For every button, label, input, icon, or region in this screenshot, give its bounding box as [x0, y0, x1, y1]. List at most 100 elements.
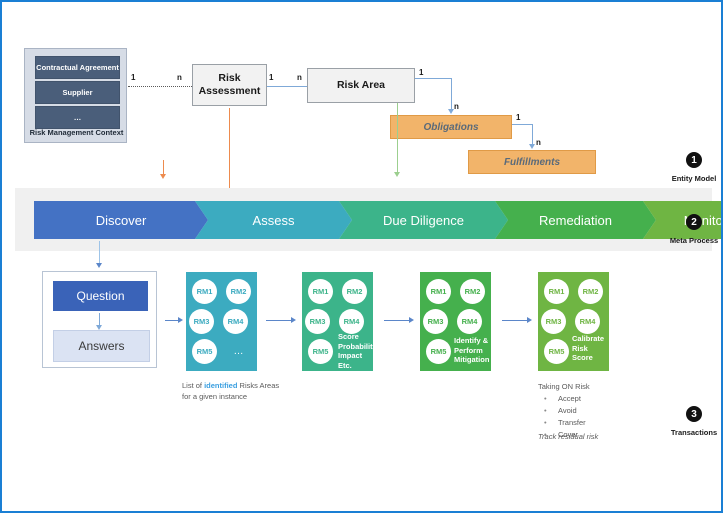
stage-remediation-label: Remediation — [539, 212, 612, 228]
risk-circle-rm1: RM1 — [544, 279, 569, 304]
risk-card-identify: RM1 RM2 RM3 RM4 RM5 … — [186, 272, 257, 371]
marker-3-label: Transactions — [670, 428, 718, 437]
stage-due-diligence-label: Due Diligence — [383, 212, 464, 228]
marker-2-badge: 2 — [686, 214, 702, 230]
connector-risk-area-to-obligations-h — [415, 78, 451, 79]
arrow-discover-to-qa — [96, 263, 102, 268]
risk-card-score-note: Score Probability Impact Etc. — [338, 332, 377, 370]
connector-obligations-to-fulfillments-v — [532, 124, 533, 145]
obligations-box: Obligations — [390, 115, 512, 139]
flow-card3-to-card4 — [502, 320, 528, 321]
question-answers-box: Question Answers — [42, 271, 157, 368]
caption-line2: for a given instance — [182, 392, 248, 401]
risk-circle-rm4: RM4 — [575, 309, 600, 334]
answers-block: Answers — [53, 330, 150, 362]
risk-card-calibrate-note: Calibrate Risk Score — [572, 334, 605, 362]
taking-on-risk-item-transfer: Transfer — [542, 417, 586, 429]
stage-assess-label: Assess — [252, 212, 295, 228]
flow-card1-to-card2 — [266, 320, 292, 321]
stage-discover-label: Discover — [95, 212, 147, 228]
risk-circle-rm5: RM5 — [544, 339, 569, 364]
connector-green-from-risk-area — [397, 103, 398, 173]
flow-card2-to-card3 — [384, 320, 410, 321]
risk-management-context-caption: Risk Management Context — [29, 128, 124, 137]
connector-obligations-to-fulfillments-h — [512, 124, 532, 125]
flow-head-card2-to-card3 — [409, 317, 414, 323]
caption-highlight: identified — [204, 381, 238, 390]
cardinality-ra-right: n — [297, 73, 302, 82]
risk-card-score: RM1 RM2 RM3 RM4 RM5 Score Probability Im… — [302, 272, 377, 371]
risk-card-mitigation: RM1 RM2 RM3 RM4 RM5 Identify & Perform M… — [420, 272, 491, 371]
taking-on-risk-title: Taking ON Risk — [538, 382, 590, 391]
risk-circle-rm2: RM2 — [226, 279, 251, 304]
flow-head-card1-to-card2 — [291, 317, 296, 323]
marker-1-label: Entity Model — [671, 174, 717, 183]
risk-area-box: Risk Area — [307, 68, 415, 103]
cardinality-ctx-left: 1 — [131, 73, 136, 82]
stage-due-diligence[interactable]: Due Diligence — [339, 201, 508, 239]
connector-orange-stub — [163, 160, 164, 175]
risk-circle-rm1: RM1 — [426, 279, 451, 304]
risk-circle-rm5: RM5 — [308, 339, 333, 364]
risk-circle-rm4: RM4 — [339, 309, 364, 334]
connector-orange-from-risk-assessment — [229, 108, 230, 190]
taking-on-risk-item-cover: Cover — [542, 429, 586, 441]
risk-circle-rm4: RM4 — [223, 309, 248, 334]
arrow-green-to-band — [394, 172, 400, 177]
caption-prefix: List of — [182, 381, 205, 390]
connector-discover-to-qa — [99, 241, 100, 265]
connector-context-to-risk-assessment — [128, 86, 192, 87]
taking-on-risk-list: Accept Avoid Transfer Cover — [542, 393, 586, 441]
risk-circle-ellipsis: … — [233, 346, 244, 357]
risk-circle-rm1: RM1 — [192, 279, 217, 304]
stage-assess[interactable]: Assess — [195, 201, 352, 239]
caption-suffix: Risks Areas — [237, 381, 280, 390]
taking-on-risk-item-avoid: Avoid — [542, 405, 586, 417]
flow-head-qa-to-card1 — [178, 317, 183, 323]
flow-head-card3-to-card4 — [527, 317, 532, 323]
context-item-contractual-agreement: Contractual Agreement — [35, 56, 120, 79]
risk-card-calibrate: RM1 RM2 RM3 RM4 RM5 Calibrate Risk Score — [538, 272, 609, 371]
question-block: Question — [53, 281, 148, 311]
caption-identified-risks: List of identified Risks Areas for a giv… — [182, 380, 307, 402]
risk-circle-rm3: RM3 — [541, 309, 566, 334]
fulfillments-box: Fulfillments — [468, 150, 596, 174]
taking-on-risk-item-accept: Accept — [542, 393, 586, 405]
cardinality-obl-one: 1 — [419, 68, 424, 77]
risk-circle-rm4: RM4 — [457, 309, 482, 334]
risk-circle-rm5: RM5 — [192, 339, 217, 364]
connector-question-to-answers — [99, 313, 100, 326]
connector-risk-area-to-obligations-v — [451, 78, 452, 110]
arrow-to-fulfillments — [529, 144, 535, 149]
flow-qa-to-card1 — [165, 320, 179, 321]
marker-2-label: Meta Process — [669, 236, 719, 245]
risk-circle-rm2: RM2 — [578, 279, 603, 304]
risk-circle-rm3: RM3 — [189, 309, 214, 334]
cardinality-ful-n: n — [536, 138, 541, 147]
cardinality-ra-left: 1 — [269, 73, 274, 82]
risk-management-context-box: Contractual Agreement Supplier … Risk Ma… — [24, 48, 127, 143]
arrow-question-to-answers — [96, 325, 102, 330]
context-item-supplier: Supplier — [35, 81, 120, 104]
cardinality-ful-one: 1 — [516, 113, 521, 122]
risk-circle-rm3: RM3 — [305, 309, 330, 334]
cardinality-obl-n: n — [454, 102, 459, 111]
context-item-ellipsis: … — [35, 106, 120, 129]
marker-3-badge: 3 — [686, 406, 702, 422]
risk-circle-rm2: RM2 — [342, 279, 367, 304]
arrow-orange-to-discover — [160, 174, 166, 179]
risk-circle-rm5: RM5 — [426, 339, 451, 364]
stage-discover[interactable]: Discover — [34, 201, 208, 239]
risk-circle-rm2: RM2 — [460, 279, 485, 304]
risk-assessment-box: Risk Assessment — [192, 64, 267, 106]
connector-risk-assessment-to-risk-area — [267, 86, 307, 87]
risk-card-mitigation-note: Identify & Perform Mitigation — [454, 336, 490, 364]
stage-remediation[interactable]: Remediation — [495, 201, 656, 239]
marker-1-badge: 1 — [686, 152, 702, 168]
risk-circle-rm1: RM1 — [308, 279, 333, 304]
taking-on-risk-footer: Track residual risk — [538, 432, 599, 441]
cardinality-ctx-right: n — [177, 73, 182, 82]
meta-process-stages: Discover Assess Due Diligence Remediatio… — [34, 201, 723, 239]
risk-circle-rm3: RM3 — [423, 309, 448, 334]
